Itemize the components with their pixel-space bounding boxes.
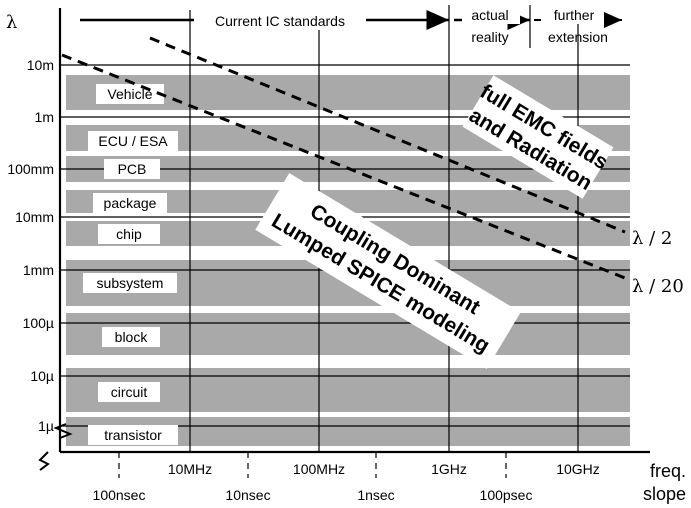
ecu-label-box [88,131,178,151]
ytick-100mm: 100mm [7,161,54,177]
lambda-twentieth-label: λ / 20 [632,276,684,297]
xtick-10mhz: 10MHz [168,461,212,477]
xtick-100nsec: 100nsec [93,487,146,503]
band-label-block: block [115,329,149,345]
xtick-1nsec: 1nsec [357,487,394,503]
lambda-half-line [149,36,626,234]
band-label-pcb: PCB [118,161,147,177]
xtick-100psec: 100psec [480,487,533,503]
actual-label: actual [471,7,508,23]
ytick-10mm: 10mm [15,209,54,225]
lambda-half-label: λ / 2 [632,228,672,249]
pcb-label-box [104,159,160,179]
band-label-transistor: transistor [104,427,162,443]
band-label-boxes [83,84,178,445]
further-label: further [554,7,595,23]
header-labels: Current IC standards actual reality furt… [194,6,608,45]
block-label-box [102,327,160,347]
band-label-package: package [104,195,157,211]
ytick-1m: 1m [35,109,54,125]
reality-label: reality [471,29,508,45]
subsystem-label-box [83,273,177,293]
ytick-10u: 10µ [30,368,54,384]
band-label-vehicle: Vehicle [107,86,152,102]
ytick-10m: 10m [27,57,54,73]
transistor-label-box [88,425,178,445]
xtick-1ghz: 1GHz [431,461,467,477]
current-ic-standards-label: Current IC standards [215,13,345,29]
xtick-10ghz: 10GHz [556,461,600,477]
ytick-1u: 1µ [38,418,54,434]
coupling-region-box [255,173,521,369]
band-label-ecu-esa: ECU / ESA [98,133,168,149]
band-label-chip: chip [116,226,142,242]
xtick-100mhz: 100MHz [293,461,345,477]
band-package [66,190,630,213]
wavelength-lines [61,36,626,280]
axes [38,8,650,471]
chip-label-box [98,224,160,244]
band-label-circuit: circuit [111,384,148,400]
v-gridlines [189,5,579,452]
x-axis-label-freq: freq. [650,461,686,481]
ytick-100u: 100µ [23,315,54,331]
emc-region-box [462,75,614,199]
y-axis-symbol: λ [6,12,17,33]
ytick-1mm: 1mm [23,262,54,278]
band-label-subsystem: subsystem [97,275,164,291]
extension-label: extension [548,29,608,45]
package-label-box [93,193,167,213]
x-axis-label-slope: slope [643,484,686,504]
slope-ticks [118,452,507,478]
xtick-10nsec: 10nsec [225,487,270,503]
circuit-label-box [98,382,160,402]
